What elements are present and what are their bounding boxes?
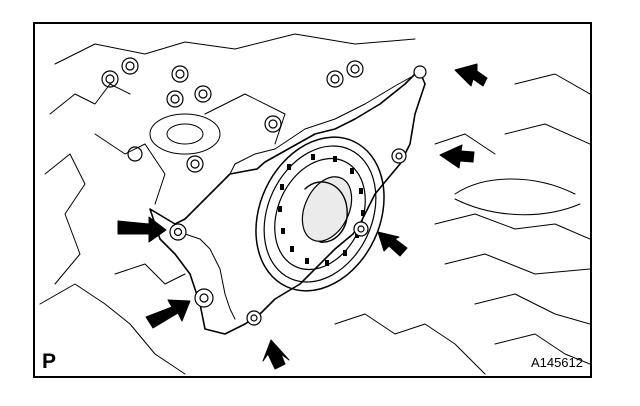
illustration-frame: P A145612 — [33, 22, 592, 378]
oil-seal — [255, 136, 385, 292]
corner-label: P — [42, 350, 57, 373]
arrow-icon — [262, 339, 290, 370]
arrow-icon — [439, 144, 475, 169]
engine-illustration — [39, 33, 590, 375]
callout-arrows — [117, 63, 488, 370]
arrow-icon — [454, 63, 488, 87]
plate-top-edge — [229, 75, 414, 175]
plate-inner-edge — [174, 223, 236, 320]
retainer-bolts — [169, 65, 427, 326]
arrow-icon — [377, 231, 408, 257]
figure-id: A145612 — [530, 355, 583, 370]
arrow-icon — [117, 216, 167, 243]
arrow-icon — [145, 299, 191, 329]
upper-bolts — [101, 57, 364, 173]
engine-block-lines — [39, 33, 590, 375]
